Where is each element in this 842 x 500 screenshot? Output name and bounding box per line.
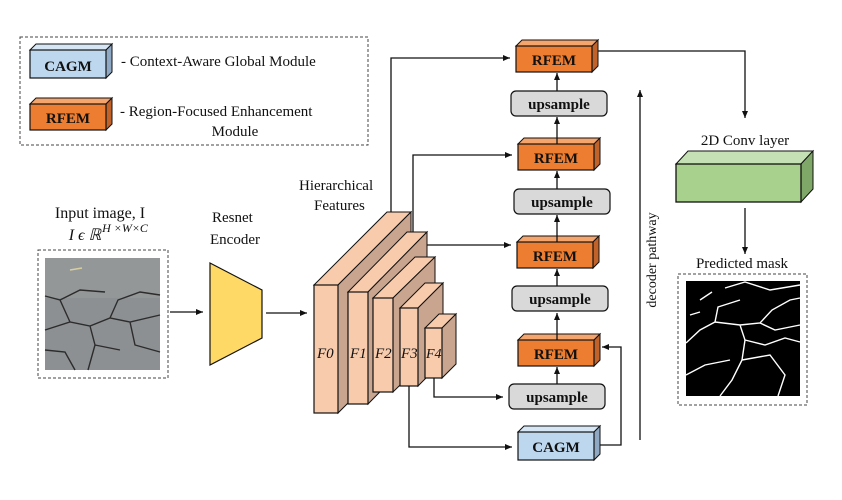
legend: CAGM - Context-Aware Global Module RFEM … [19, 36, 369, 146]
encoder-label-1: Resnet [212, 210, 254, 226]
feature-label-f0: F0 [316, 346, 334, 362]
output-label: Predicted mask [696, 256, 789, 272]
decoder-pathway-label: decoder pathway [645, 212, 660, 307]
upsample-label-3: upsample [529, 292, 591, 308]
upsample-label-2: upsample [531, 195, 593, 211]
hierarchical-features: Hierarchical Features [299, 55, 512, 415]
rfem-label-1: RFEM [532, 53, 576, 69]
rfem-label-2: RFEM [534, 151, 578, 167]
input-title: Input image, I [55, 205, 145, 222]
legend-rfem-label: RFEM [46, 111, 90, 127]
input-shape-sup: H ×W×C [101, 221, 149, 235]
legend-rfem-desc-1: - Region-Focused Enhancement [120, 104, 313, 120]
rfem-label-3: RFEM [533, 249, 577, 265]
legend-cagm-label: CAGM [44, 59, 92, 75]
legend-rfem-desc-2: Module [212, 124, 259, 140]
input-border [37, 249, 169, 379]
feature-block-f4 [423, 312, 458, 380]
encoder-label-2: Encoder [210, 232, 260, 248]
legend-cagm-desc: - Context-Aware Global Module [121, 54, 316, 70]
encoder-trapezoid [209, 262, 263, 366]
predicted-mask-image [685, 281, 801, 397]
upsample-label-1: upsample [528, 97, 590, 113]
conv-label: 2D Conv layer [701, 133, 789, 149]
feature-label-f2: F2 [374, 346, 392, 362]
input-crack-image [44, 258, 161, 371]
features-label-2: Features [314, 198, 365, 214]
upsample-label-4: upsample [526, 390, 588, 406]
predicted-mask-section: Predicted mask [677, 256, 808, 406]
feature-label-f4: F4 [425, 347, 442, 362]
cagm-label: CAGM [532, 440, 580, 456]
input-shape: I ϵ ℝ [68, 227, 103, 244]
decoder: RFEM upsample RFEM upsample RFEM upsampl… [508, 39, 622, 461]
features-label-1: Hierarchical [299, 178, 373, 194]
feature-label-f1: F1 [349, 346, 367, 362]
rfem-label-4: RFEM [534, 347, 578, 363]
resnet-encoder: Resnet Encoder [209, 210, 263, 366]
feature-label-f3: F3 [400, 346, 418, 362]
conv-layer: 2D Conv layer [674, 133, 815, 204]
legend-border [19, 36, 369, 146]
input-image-section: Input image, I I ϵ ℝ H ×W×C [37, 205, 169, 379]
